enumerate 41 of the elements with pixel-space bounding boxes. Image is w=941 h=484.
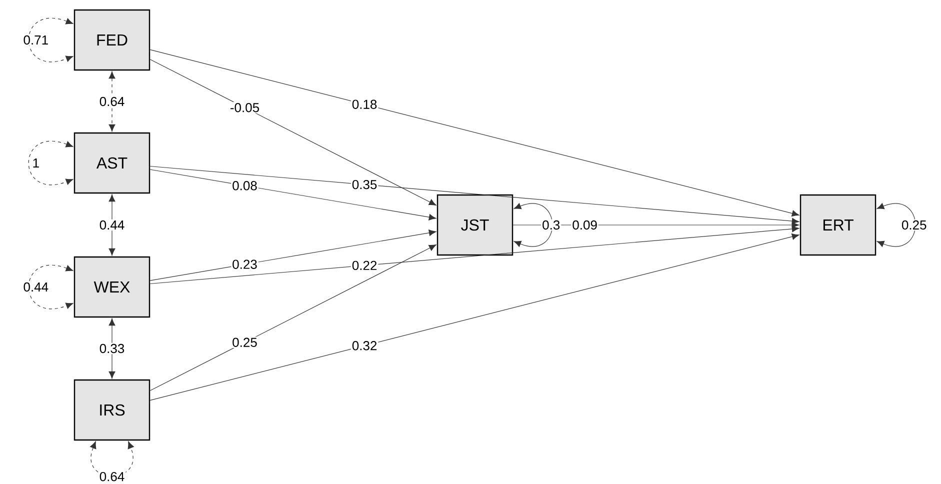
edge-label: 0.18 <box>350 98 378 110</box>
edge-label: 0.25 <box>900 219 928 231</box>
edge-label: 1 <box>31 158 41 168</box>
edge-label: 0.44 <box>22 281 50 293</box>
arrow <box>150 59 436 206</box>
arrow <box>108 194 116 256</box>
edge-label: 0.35 <box>350 178 378 190</box>
arrow <box>28 265 74 309</box>
edge-label: 0.22 <box>350 260 378 272</box>
edge-label: 0.64 <box>98 96 126 108</box>
variable-box: ERT <box>800 194 876 256</box>
arrow <box>512 222 800 228</box>
arrow <box>150 169 436 220</box>
arrow <box>108 318 116 379</box>
edge-label: 0.71 <box>22 34 50 46</box>
edge-label: 0.25 <box>231 336 258 348</box>
arrow <box>28 141 74 185</box>
arrow <box>876 203 916 247</box>
edge-label: 0.44 <box>98 219 126 231</box>
arrow <box>150 226 800 284</box>
arrow <box>150 233 800 401</box>
arrow <box>150 244 436 391</box>
variable-box: FED <box>74 9 150 71</box>
arrow <box>150 49 800 217</box>
edge-label: 0.08 <box>231 180 258 192</box>
arrow <box>108 71 116 132</box>
variable-box: JST <box>436 194 514 256</box>
variable-box: AST <box>74 132 150 194</box>
arrow <box>28 18 74 62</box>
variable-box: IRS <box>74 379 150 441</box>
arrow <box>150 230 436 281</box>
arrow <box>514 203 553 247</box>
variable-box: WEX <box>74 256 150 318</box>
edge-label: 0.33 <box>98 342 126 354</box>
edge-label: 0.32 <box>350 340 378 352</box>
edge-label: 0.3 <box>541 219 562 231</box>
edge-label: 0.23 <box>231 258 258 270</box>
edge-label: -0.05 <box>228 102 261 114</box>
edge-label: 0.09 <box>571 219 598 231</box>
edge-label: 0.64 <box>98 471 126 482</box>
arrow <box>150 166 800 224</box>
